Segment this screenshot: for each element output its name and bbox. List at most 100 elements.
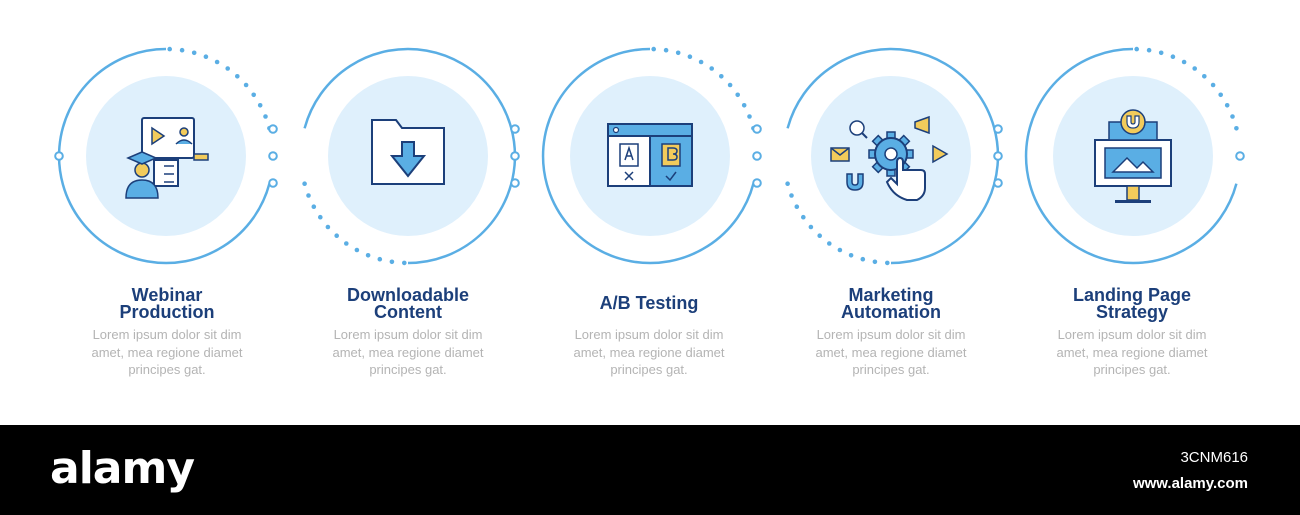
ring-dot [191,50,197,56]
ring-dot [402,260,407,266]
step-description-line: amet, mea regione diamet [573,344,725,360]
ring-dot [365,253,371,258]
ring-dot [251,92,256,98]
ring-connector [752,124,762,134]
ring-connector [993,151,1003,161]
graduation-cap-icon [126,151,158,165]
webinar-icon [125,117,209,199]
magnet-icon [846,173,864,191]
magnet-icon [1126,115,1140,129]
ring-dot [214,59,220,65]
ring-connector [752,151,762,161]
step-description-line: Lorem ipsum dolor sit dim [92,327,242,342]
step-description-line: amet, mea regione diamet [815,344,967,360]
ring-dot [785,181,790,186]
ring-dot [675,50,681,56]
ring-dot [167,46,172,52]
footer-bar: alamy 3CNM616 www.alamy.com [0,425,1300,515]
search-icon [849,120,865,136]
ring-dot [1210,82,1216,88]
step-description: Lorem ipsum dolor sit dim amet, mea regi… [791,326,991,379]
landing-page-icon [1094,109,1172,203]
ring-dot [698,59,704,65]
step-description-line: principes gat. [852,362,930,377]
presenter-head [179,127,189,137]
ring-connector [510,124,520,134]
ring-dot [872,259,878,265]
ring-arc [786,47,1000,265]
ring-dot [354,247,360,253]
step-description-line: principes gat. [1093,362,1171,377]
ring-dot [1192,66,1197,71]
ring-connector [993,124,1003,134]
ring-dot [1230,114,1235,119]
ring-arc [303,47,517,265]
image-icon [1111,156,1155,173]
stand [193,153,209,161]
cross-icon [624,171,634,181]
step-description-line: Lorem ipsum dolor sit dim [333,327,483,342]
ring-dot [311,204,317,209]
step-title-ab-testing: A/B Testing [549,294,749,312]
ring-dot [709,66,714,71]
ring-dot [302,181,307,186]
ring-dot [663,47,669,53]
step-title-line: Strategy [1095,302,1169,322]
step-description: Lorem ipsum dolor sit dim amet, mea regi… [1032,326,1232,379]
step-title-line: Production [119,302,215,322]
gear-hub [884,147,898,161]
step-description-line: amet, mea regione diamet [91,344,243,360]
infographic-diagram: Webinar Production Lorem ipsum dolor sit… [54,46,1245,379]
step-title-line: Downloadable [346,285,469,305]
ring-dot [389,259,395,265]
ring-arc [541,47,755,265]
ring-dot [243,82,249,88]
ring-dot [687,54,693,59]
variant-a-box [619,143,639,167]
ring-connector [510,178,520,188]
ring-dot [808,224,814,230]
step-description: Lorem ipsum dolor sit dim amet, mea regi… [549,326,749,379]
step-title-marketing-automation: Marketing Automation [791,286,991,322]
step-description-line: Lorem ipsum dolor sit dim [816,327,966,342]
student-head [134,162,150,178]
ring-dot [1234,126,1239,131]
step-description-line: Lorem ipsum dolor sit dim [574,327,724,342]
ring-dot [1158,50,1164,56]
step-title-line: Content [374,302,442,322]
ring-connector [268,178,278,188]
step-description-line: Lorem ipsum dolor sit dim [1057,327,1207,342]
ring-dot [306,193,311,198]
step-title-line: Automation [841,302,941,322]
play-icon [151,126,166,146]
ring-dot [1218,92,1223,98]
ring-dot [318,214,323,220]
step-description: Lorem ipsum dolor sit dim amet, mea regi… [67,326,267,379]
ring-connector [268,124,278,134]
envelope-flap [830,147,850,156]
ring-dot [1134,46,1139,52]
step-description-line: principes gat. [128,362,206,377]
ring-dot [735,92,740,98]
step-title-downloadable-content: Downloadable Content [308,285,508,322]
ring-dot [817,233,822,238]
step-description-line: principes gat. [610,362,688,377]
ring-dot [651,46,656,52]
megaphone-icon [914,115,930,135]
marketing-automation-icon [830,115,949,201]
ring-connector [1235,151,1245,161]
ab-testing-icon [607,123,693,187]
ring-dot [1170,54,1176,59]
ring-dot [848,253,854,258]
ring-dot [885,260,890,266]
rings-svg [54,46,1245,266]
ring-arc [57,47,271,265]
ring-dot [837,247,843,253]
download-folder-icon [371,119,445,185]
presenter-body [175,139,193,145]
step-description-line: amet, mea regione diamet [332,344,484,360]
ring-dot [719,74,724,79]
ring-connector [54,151,64,161]
ring-dot [741,103,747,108]
step-title-landing-page-strategy: Landing Page Strategy [1032,286,1232,322]
